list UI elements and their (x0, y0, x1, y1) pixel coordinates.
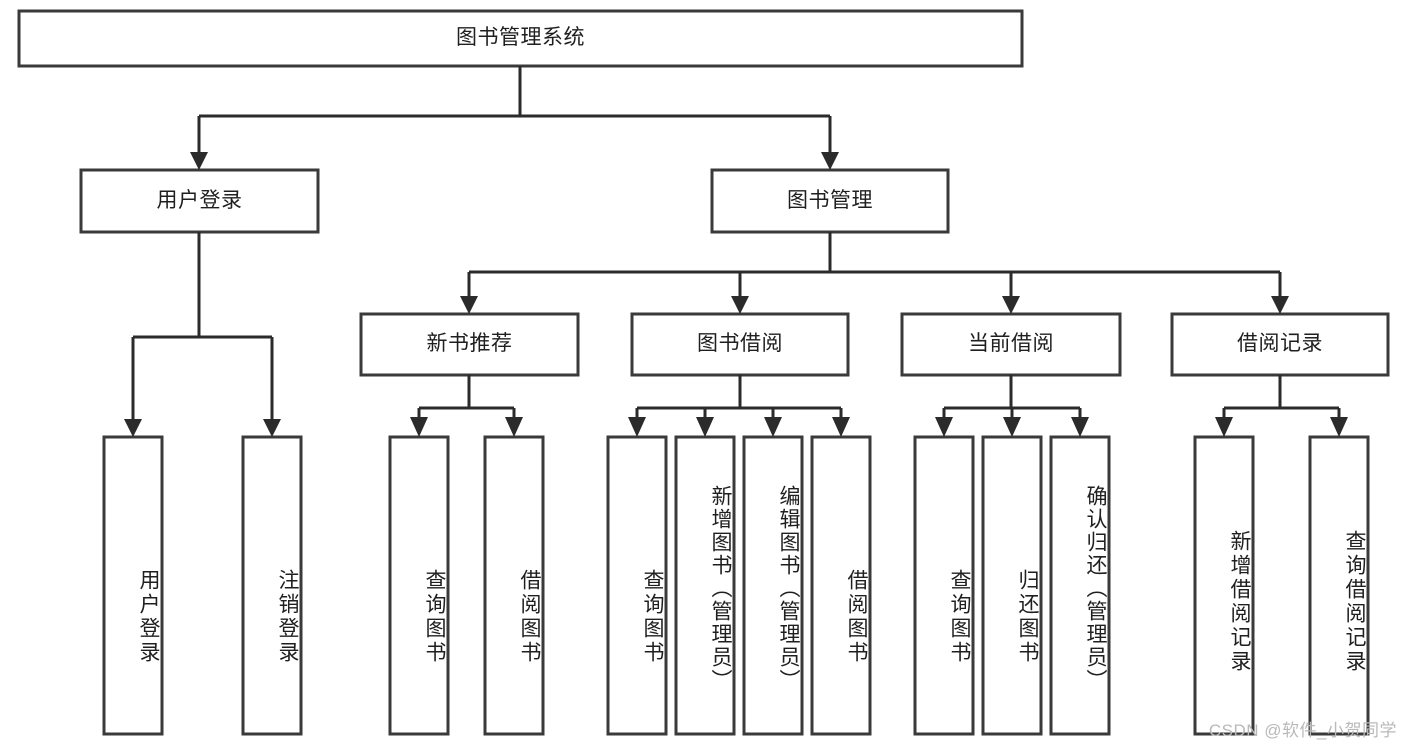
leaf-box-book-borrow-1[interactable] (674, 435, 736, 736)
arrow-head-leaf-current-borrow-2 (1071, 417, 1089, 437)
node-box-root[interactable] (17, 9, 1024, 68)
node-box-user-login[interactable] (79, 168, 320, 234)
leaf-box-user-login-1[interactable] (241, 435, 303, 736)
arrow-head-leaf-current-borrow-1 (1003, 417, 1021, 437)
leaf-box-book-borrow-3[interactable] (810, 435, 872, 736)
arrow-head-leaf-current-borrow-0 (935, 417, 953, 437)
watermark-text: CSDN @软件_小贺同学 (1208, 721, 1397, 740)
arrow-head-new-book-recommend (460, 296, 478, 314)
leaf-box-new-book-1[interactable] (483, 435, 545, 736)
leaf-box-borrow-record-0[interactable] (1193, 435, 1255, 736)
arrow-head-leaf-borrow-record-0 (1215, 417, 1233, 437)
leaf-box-book-borrow-0[interactable] (606, 435, 668, 736)
leaf-box-book-borrow-2[interactable] (742, 435, 804, 736)
leaf-box-current-borrow-2[interactable] (1049, 435, 1111, 736)
arrow-head-leaf-book-borrow-2 (764, 417, 782, 437)
arrow-head-leaf-user-login-0 (124, 419, 142, 437)
arrow-head-leaf-new-book-0 (410, 417, 428, 437)
leaf-box-new-book-0[interactable] (388, 435, 450, 736)
arrow-head-user-login (190, 152, 208, 170)
node-box-book-management[interactable] (710, 168, 950, 234)
arrow-head-leaf-user-login-1 (263, 419, 281, 437)
arrow-head-leaf-book-borrow-3 (832, 417, 850, 437)
leaf-box-user-login-0[interactable] (102, 435, 164, 736)
leaf-box-current-borrow-1[interactable] (981, 435, 1043, 736)
arrow-head-leaf-book-borrow-0 (628, 417, 646, 437)
node-box-book-borrow[interactable] (630, 312, 850, 377)
arrow-head-leaf-new-book-1 (505, 417, 523, 437)
arrow-head-leaf-borrow-record-1 (1330, 417, 1348, 437)
leaf-box-current-borrow-0[interactable] (913, 435, 975, 736)
arrow-head-leaf-book-borrow-1 (696, 417, 714, 437)
node-box-current-borrow[interactable] (900, 312, 1122, 377)
arrow-head-borrow-record (1271, 296, 1289, 314)
node-box-borrow-record[interactable] (1170, 312, 1390, 377)
leaf-box-borrow-record-1[interactable] (1308, 435, 1370, 736)
arrow-head-current-borrow (1002, 296, 1020, 314)
arrow-head-book-management (821, 152, 839, 170)
node-box-new-book-recommend[interactable] (359, 312, 580, 377)
arrow-head-book-borrow (731, 296, 749, 314)
